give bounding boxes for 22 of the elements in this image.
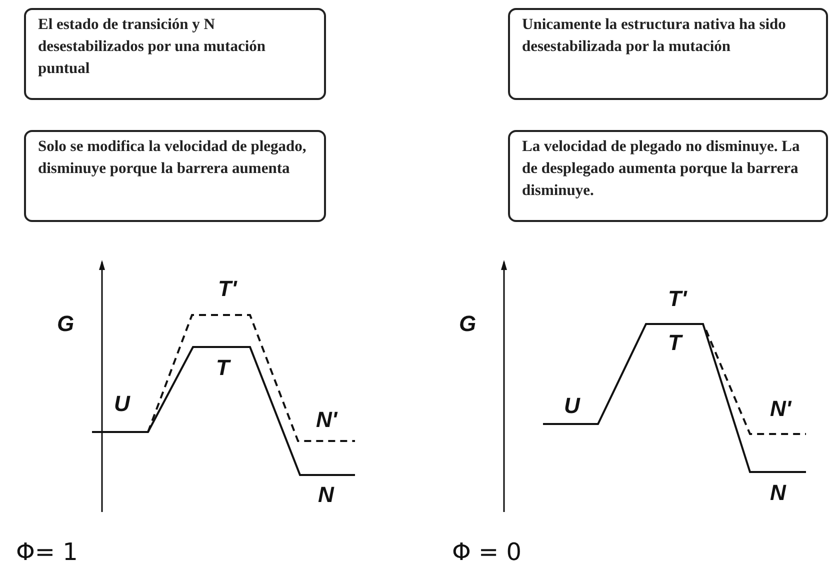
note-box xyxy=(24,8,326,100)
note-text: La velocidad de plegado no disminuye. La de desplegado aumenta porque la barrera disminuye. xyxy=(522,137,801,201)
axis-label: G xyxy=(459,313,476,335)
note-box xyxy=(24,130,326,222)
phi-value: Φ = 0 xyxy=(452,540,522,564)
state-label: N' xyxy=(770,398,792,420)
state-label: U xyxy=(114,393,130,415)
state-label: N xyxy=(770,482,786,504)
axis-label: G xyxy=(57,313,74,335)
note-box xyxy=(508,8,828,100)
state-label: T xyxy=(216,357,230,379)
phi-value: Φ= 1 xyxy=(16,540,78,564)
note-text: Unicamente la estructura nativa ha sido desestabilizada por la mutación xyxy=(522,15,787,57)
state-label: T xyxy=(668,332,682,354)
state-label: N xyxy=(318,484,334,506)
note-text: El estado de transición y N desestabilizados por una mutación puntual xyxy=(38,15,267,79)
state-label: T' xyxy=(218,278,237,300)
note-text: Solo se modifica la velocidad de plegado, disminuye porque la barrera aumenta xyxy=(38,137,308,179)
state-label: N' xyxy=(316,409,338,431)
state-label: T' xyxy=(668,288,687,310)
note-box xyxy=(508,130,828,222)
state-label: U xyxy=(564,395,580,417)
